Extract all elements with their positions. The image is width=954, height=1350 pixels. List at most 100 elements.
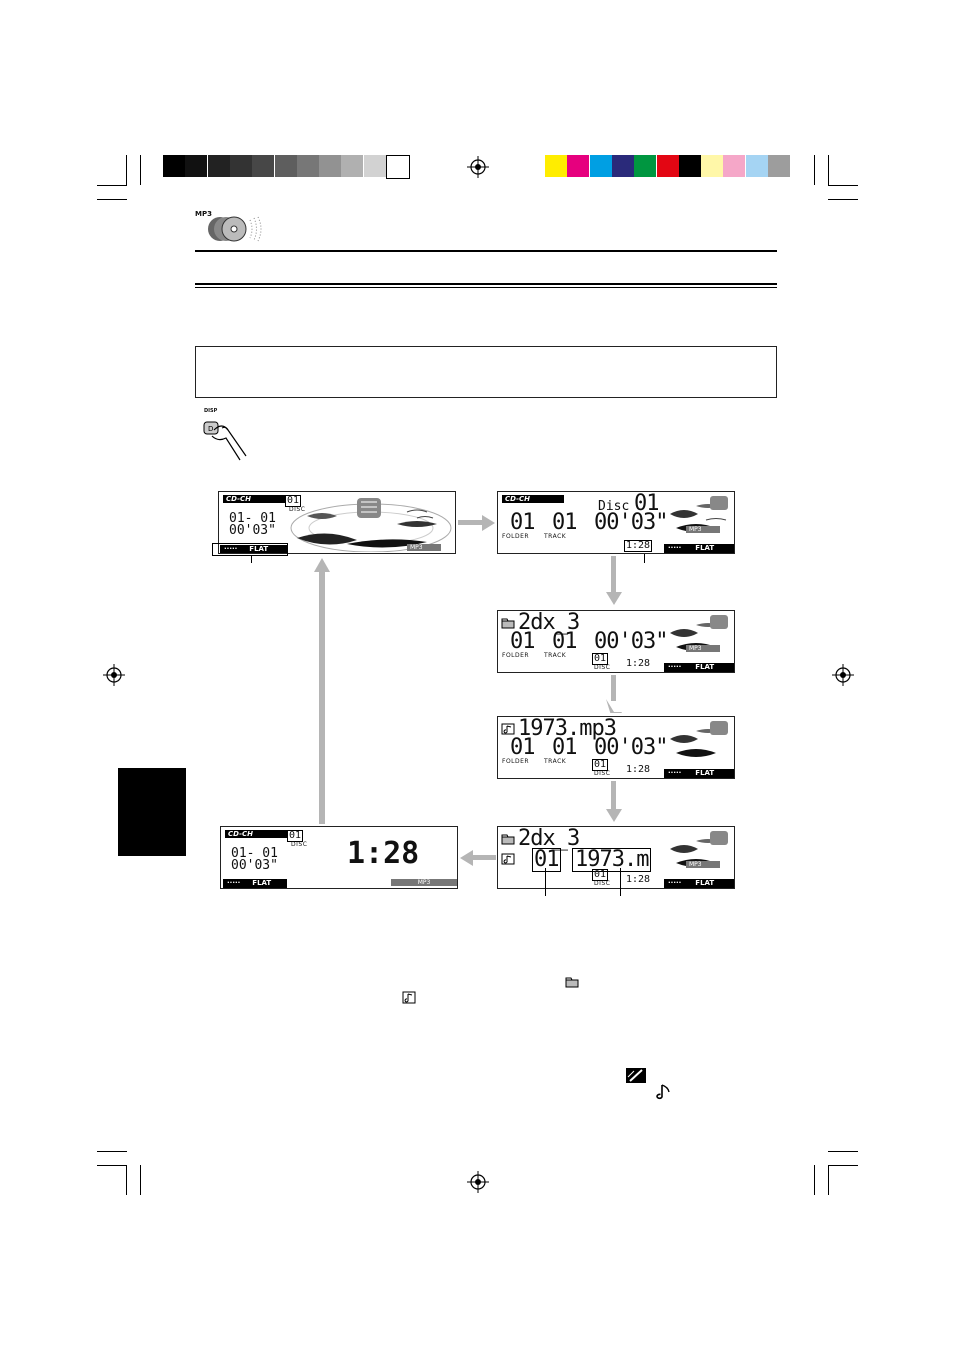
music-note-icon: [656, 1084, 670, 1100]
clock: 1:28: [626, 764, 651, 775]
color-swatch: [363, 155, 386, 177]
disc-number: 01: [287, 830, 304, 842]
slash-box-icon: [626, 1068, 646, 1083]
color-swatch: [319, 155, 342, 177]
color-swatch: [163, 155, 185, 177]
crop-mark: [97, 1165, 127, 1166]
crop-mark: [97, 185, 127, 186]
lcd-panel-5: 2dx_3 01 1973.m 01 DISC 1:28 MP3 ·····FL…: [497, 826, 735, 889]
crop-mark: [828, 1165, 829, 1195]
cd-changer-badge: CD-CH: [225, 830, 287, 838]
crop-mark: [126, 1165, 127, 1195]
eq-mode: FLAT: [695, 544, 715, 552]
folder-name: 2dx_3: [518, 610, 580, 635]
callout-line: [251, 555, 252, 563]
cd-changer-badge: CD-CH: [502, 495, 564, 503]
disc-label: DISC: [594, 664, 611, 671]
color-swatch: [701, 155, 724, 177]
track-name: 1973.m: [572, 848, 652, 872]
svg-text:D: D: [208, 425, 213, 433]
mp3-indicator: MP3: [686, 861, 720, 868]
color-swatch: [656, 155, 679, 177]
color-swatch: [296, 155, 319, 177]
crop-mark: [97, 1151, 127, 1152]
registration-mark-icon: [103, 664, 125, 686]
folder-track-readout: 01- 01: [231, 846, 278, 861]
folder-icon: [501, 834, 515, 845]
mp3-label: MP3: [195, 210, 212, 218]
folder-label: FOLDER: [502, 758, 530, 765]
folder-label: FOLDER: [502, 652, 530, 659]
crop-mark: [828, 185, 858, 186]
title-rule: [195, 283, 777, 285]
lcd-panel-3: 2dx_3 01 01 00'03" FOLDER TRACK 01 DISC …: [497, 610, 735, 673]
track-number: 01: [552, 735, 577, 760]
track-label: TRACK: [544, 652, 567, 659]
finger-press-icon: D: [203, 421, 247, 461]
folder-label: FOLDER: [502, 533, 530, 540]
color-swatch: [589, 155, 612, 177]
color-swatch: [207, 155, 230, 177]
lcd-panel-2: CD-CH Disc 01 01 01 00'03" FOLDER TRACK …: [497, 491, 735, 554]
track-number: 01: [552, 510, 577, 535]
eq-mode: FLAT: [695, 663, 715, 671]
disc-number: 01: [592, 759, 609, 771]
color-swatch: [545, 155, 567, 177]
color-swatch: [341, 155, 364, 177]
disc-number: 01: [592, 653, 609, 665]
disc-label: DISC: [594, 880, 611, 887]
color-swatch: [611, 155, 634, 177]
disc-label: DISC: [291, 841, 308, 848]
color-swatch: [723, 155, 746, 177]
callout-line: [620, 868, 621, 896]
mp3-indicator: MP3: [686, 526, 720, 533]
arrow-left-icon: [460, 850, 496, 866]
arrow-down-icon: [606, 781, 622, 822]
lcd-panel-4: 1973.mp3 01 01 00'03" FOLDER TRACK 01 DI…: [497, 716, 735, 779]
lcd-panel-6: CD-CH 01 DISC 01- 01 00'03" 1:28 ·····FL…: [220, 826, 458, 889]
color-swatch: [386, 155, 410, 179]
eq-mode: FLAT: [249, 545, 269, 553]
elapsed-time: 00'03": [594, 629, 668, 654]
eq-callout-box: [212, 543, 288, 556]
arrow-down-icon: [606, 556, 622, 605]
disc-label: DISC: [594, 770, 611, 777]
crop-mark: [814, 1165, 815, 1195]
callout-line: [545, 868, 546, 896]
registration-mark-icon: [832, 664, 854, 686]
folder-number: 01: [510, 629, 535, 654]
eq-mode-bar: ·····FLAT: [664, 769, 734, 778]
elapsed-time: 00'03": [594, 510, 668, 535]
track-label: TRACK: [544, 758, 567, 765]
note-icon: [501, 723, 515, 735]
registration-mark-icon: [467, 156, 489, 178]
mp3-indicator: MP3: [407, 544, 441, 551]
eq-mode-bar: ·····FLAT: [219, 544, 289, 553]
color-swatch: [634, 155, 657, 177]
disc-word: Disc: [598, 499, 630, 514]
clock: 1:28: [626, 874, 651, 885]
elapsed-time: 00'03": [231, 858, 278, 873]
color-swatch: [768, 155, 790, 177]
crop-mark: [140, 155, 141, 185]
mp3-indicator: MP3: [686, 645, 720, 652]
mp3-indicator: MP3: [391, 879, 457, 886]
header-rule: [195, 250, 777, 252]
folder-name: 2dx_3: [518, 826, 580, 851]
arrow-down-icon: [606, 675, 622, 713]
color-swatch: [274, 155, 297, 177]
disc-number: 01: [634, 491, 659, 516]
color-swatch: [678, 155, 701, 177]
track-number: 01: [532, 847, 561, 872]
folder-icon: [565, 977, 579, 988]
color-swatch: [252, 155, 275, 177]
eq-mode: FLAT: [695, 879, 715, 887]
elapsed-time: 00'03": [594, 735, 668, 760]
clock-large: 1:28: [347, 836, 420, 871]
eq-mode-bar: ·····FLAT: [664, 879, 734, 888]
animation-graphic: [670, 721, 728, 757]
track-label: TRACK: [544, 533, 567, 540]
callout-line: [644, 554, 645, 563]
file-name: 1973.mp3: [518, 716, 617, 741]
color-swatch: [185, 155, 208, 177]
